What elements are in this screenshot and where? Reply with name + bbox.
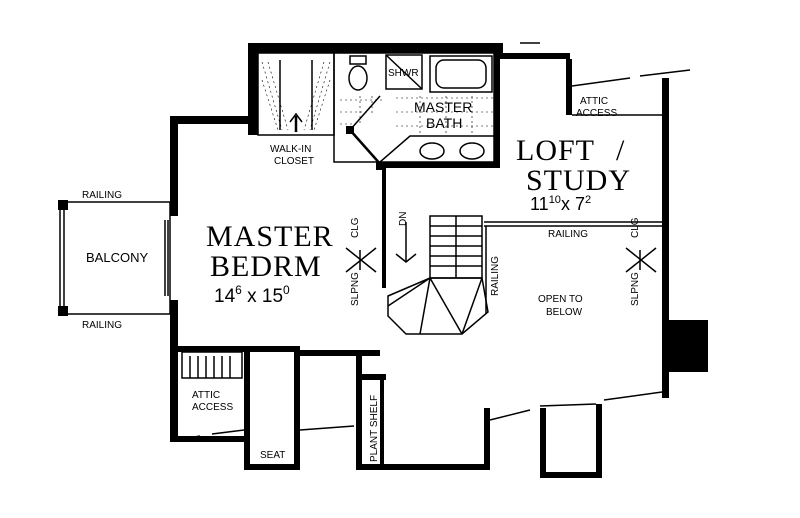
- seat-label: SEAT: [260, 450, 285, 461]
- walls: [170, 43, 708, 478]
- loft-slash: /: [616, 134, 625, 167]
- loft-dim-in: 10: [549, 194, 561, 206]
- loft-dim: 1110x 72: [530, 194, 591, 214]
- master-bedroom-label-2: BEDRM: [210, 250, 322, 283]
- railing-balcony-top: RAILING: [82, 190, 122, 201]
- attic-access-bottom-label-2: ACCESS: [192, 402, 233, 413]
- attic-access-bottom-label: ATTIC: [192, 390, 220, 401]
- stairs: [387, 215, 662, 335]
- attic-access-top-label: ATTIC: [580, 96, 608, 107]
- attic-access-top-label-2: ACCESS: [576, 108, 617, 119]
- master-bedroom-dim-in: 6: [235, 283, 242, 297]
- walk-in-closet-label: WALK-IN: [270, 144, 311, 155]
- clg-left: CLG: [350, 217, 361, 238]
- balcony: [58, 200, 171, 316]
- master-bedroom-dim-in-2: 0: [283, 283, 290, 297]
- study-label: STUDY: [526, 164, 631, 197]
- railing-stair: RAILING: [490, 256, 501, 296]
- master-bedroom-dim-x: x 15: [242, 286, 283, 307]
- open-to-below-label: OPEN TO: [538, 294, 583, 305]
- loft-dim-x: x 7: [561, 194, 585, 214]
- windows: [395, 42, 581, 478]
- open-to-below-label-2: BELOW: [546, 307, 583, 318]
- railing-loft: RAILING: [548, 229, 588, 240]
- roof-lines: [177, 69, 691, 441]
- ceiling-markers: [345, 247, 657, 273]
- room-labels: MASTER BEDRM 146 x 150 LOFT / STUDY 1110…: [82, 68, 641, 462]
- balcony-label: BALCONY: [86, 250, 148, 265]
- stair-dn-label: DN: [398, 212, 409, 226]
- slpng-right: SLPNG: [630, 272, 641, 306]
- walk-in-closet: [257, 52, 335, 136]
- shower-label: SHWR: [388, 68, 419, 79]
- master-bedroom-dim: 146 x 150: [214, 283, 290, 307]
- slpng-left: SLPNG: [350, 272, 361, 306]
- loft-dim-ft: 11: [530, 194, 549, 214]
- walk-in-closet-label-2: CLOSET: [274, 156, 314, 167]
- master-bath: [333, 52, 495, 170]
- railing-balcony-bottom: RAILING: [82, 320, 122, 331]
- master-bath-label-2: BATH: [426, 115, 462, 131]
- plant-shelf-label: PLANT SHELF: [369, 395, 380, 462]
- master-bedroom-dim-ft: 14: [214, 286, 236, 307]
- attic-access-bottom: [181, 351, 243, 379]
- loft-label: LOFT: [516, 134, 595, 167]
- master-bath-label: MASTER: [414, 99, 472, 115]
- master-bedroom-label: MASTER: [206, 220, 334, 253]
- clg-right: CLG: [630, 217, 641, 238]
- loft-dim-in-2: 2: [585, 194, 591, 206]
